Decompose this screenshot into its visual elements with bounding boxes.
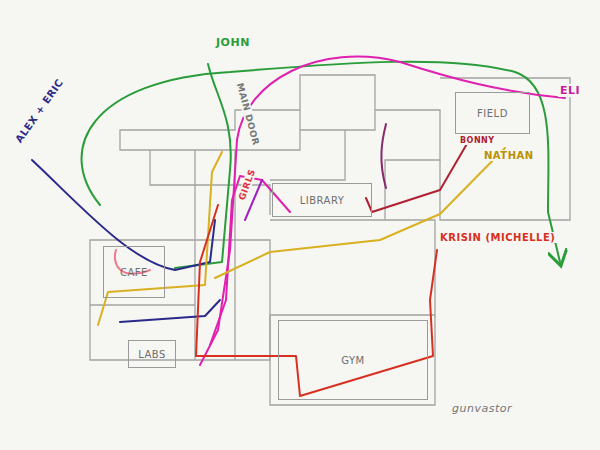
room-name: GYM xyxy=(341,355,365,366)
map-label: NATHAN xyxy=(482,150,536,161)
map-label: MAIN DOOR xyxy=(234,80,261,148)
walking-routes xyxy=(32,57,565,396)
room-box: FIELD xyxy=(455,92,530,134)
map-label: BONNY xyxy=(458,136,497,145)
building-outline xyxy=(90,75,570,405)
room-box: GYM xyxy=(278,320,428,400)
room-name: CAFE xyxy=(120,267,148,278)
room-name: FIELD xyxy=(477,108,508,119)
room-box: CAFE xyxy=(103,246,165,298)
room-name: LIBRARY xyxy=(300,195,345,206)
room-box: LABS xyxy=(128,340,176,368)
map-label: KRISIN (MICHELLE) xyxy=(438,232,557,243)
room-box: LIBRARY xyxy=(272,183,372,217)
room-name: LABS xyxy=(138,349,166,360)
map-label: JOHN xyxy=(214,36,252,49)
map-label: ELI xyxy=(558,84,582,97)
map-label: gunvastor xyxy=(450,402,514,415)
map-label: ALEX + ERIC xyxy=(12,75,66,146)
